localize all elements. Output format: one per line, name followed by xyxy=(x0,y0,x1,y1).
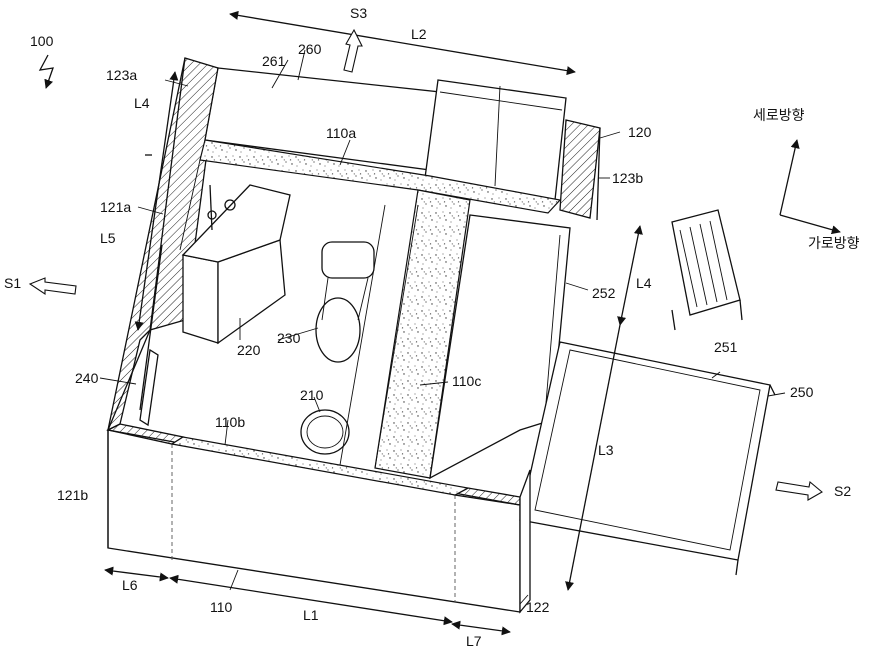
leader-lines xyxy=(99,49,786,605)
door-240 xyxy=(139,348,159,427)
label-L1: L1 xyxy=(303,607,319,623)
label-vertical-direction: 세로방향 xyxy=(753,107,805,123)
label-L6: L6 xyxy=(122,577,138,593)
label-120: 120 xyxy=(628,124,652,140)
label-261: 261 xyxy=(262,53,286,69)
label-L2: L2 xyxy=(411,26,427,42)
mattress-251 xyxy=(534,349,761,551)
label-110b: 110b xyxy=(215,414,245,430)
chair-sketch xyxy=(671,209,743,331)
drain-210 xyxy=(300,409,350,455)
label-123a: 123a xyxy=(106,67,137,83)
label-110c: 110c xyxy=(452,373,481,389)
label-L5: L5 xyxy=(100,230,116,246)
label-121a: 121a xyxy=(100,199,131,215)
label-250: 250 xyxy=(790,384,814,400)
label-240: 240 xyxy=(75,370,99,386)
label-260: 260 xyxy=(298,41,322,57)
label-122: 122 xyxy=(526,599,550,615)
dimension-lines xyxy=(104,10,643,636)
label-210: 210 xyxy=(300,387,324,403)
toilet-tank xyxy=(321,241,375,279)
direction-arrows xyxy=(28,28,841,501)
label-L4-left: L4 xyxy=(134,95,150,111)
partition-110b xyxy=(170,436,470,496)
label-S1: S1 xyxy=(4,275,21,291)
cabinet-220-side xyxy=(182,254,219,344)
label-L3: L3 xyxy=(598,442,614,458)
label-220: 220 xyxy=(237,342,261,358)
label-123b: 123b xyxy=(612,170,643,186)
label-110a: 110a xyxy=(326,125,356,141)
label-horizontal-direction: 가로방향 xyxy=(808,235,860,251)
cabinet-220-top xyxy=(181,184,291,263)
label-S3: S3 xyxy=(350,5,367,21)
ref-main-label: 100 xyxy=(30,33,54,49)
pullout-bed-250 xyxy=(519,341,771,561)
label-121b: 121b xyxy=(57,487,88,503)
label-252: 252 xyxy=(592,285,616,301)
label-S2: S2 xyxy=(834,483,851,499)
bed-frame-252 xyxy=(429,214,571,480)
right-wall-123b xyxy=(559,119,601,219)
label-L7: L7 xyxy=(466,633,482,649)
label-251: 251 xyxy=(714,339,738,355)
label-L4-right: L4 xyxy=(636,275,652,291)
right-edge-122 xyxy=(519,469,531,614)
label-110: 110 xyxy=(210,599,233,615)
toilet-bowl xyxy=(315,297,361,363)
label-230: 230 xyxy=(277,330,301,346)
